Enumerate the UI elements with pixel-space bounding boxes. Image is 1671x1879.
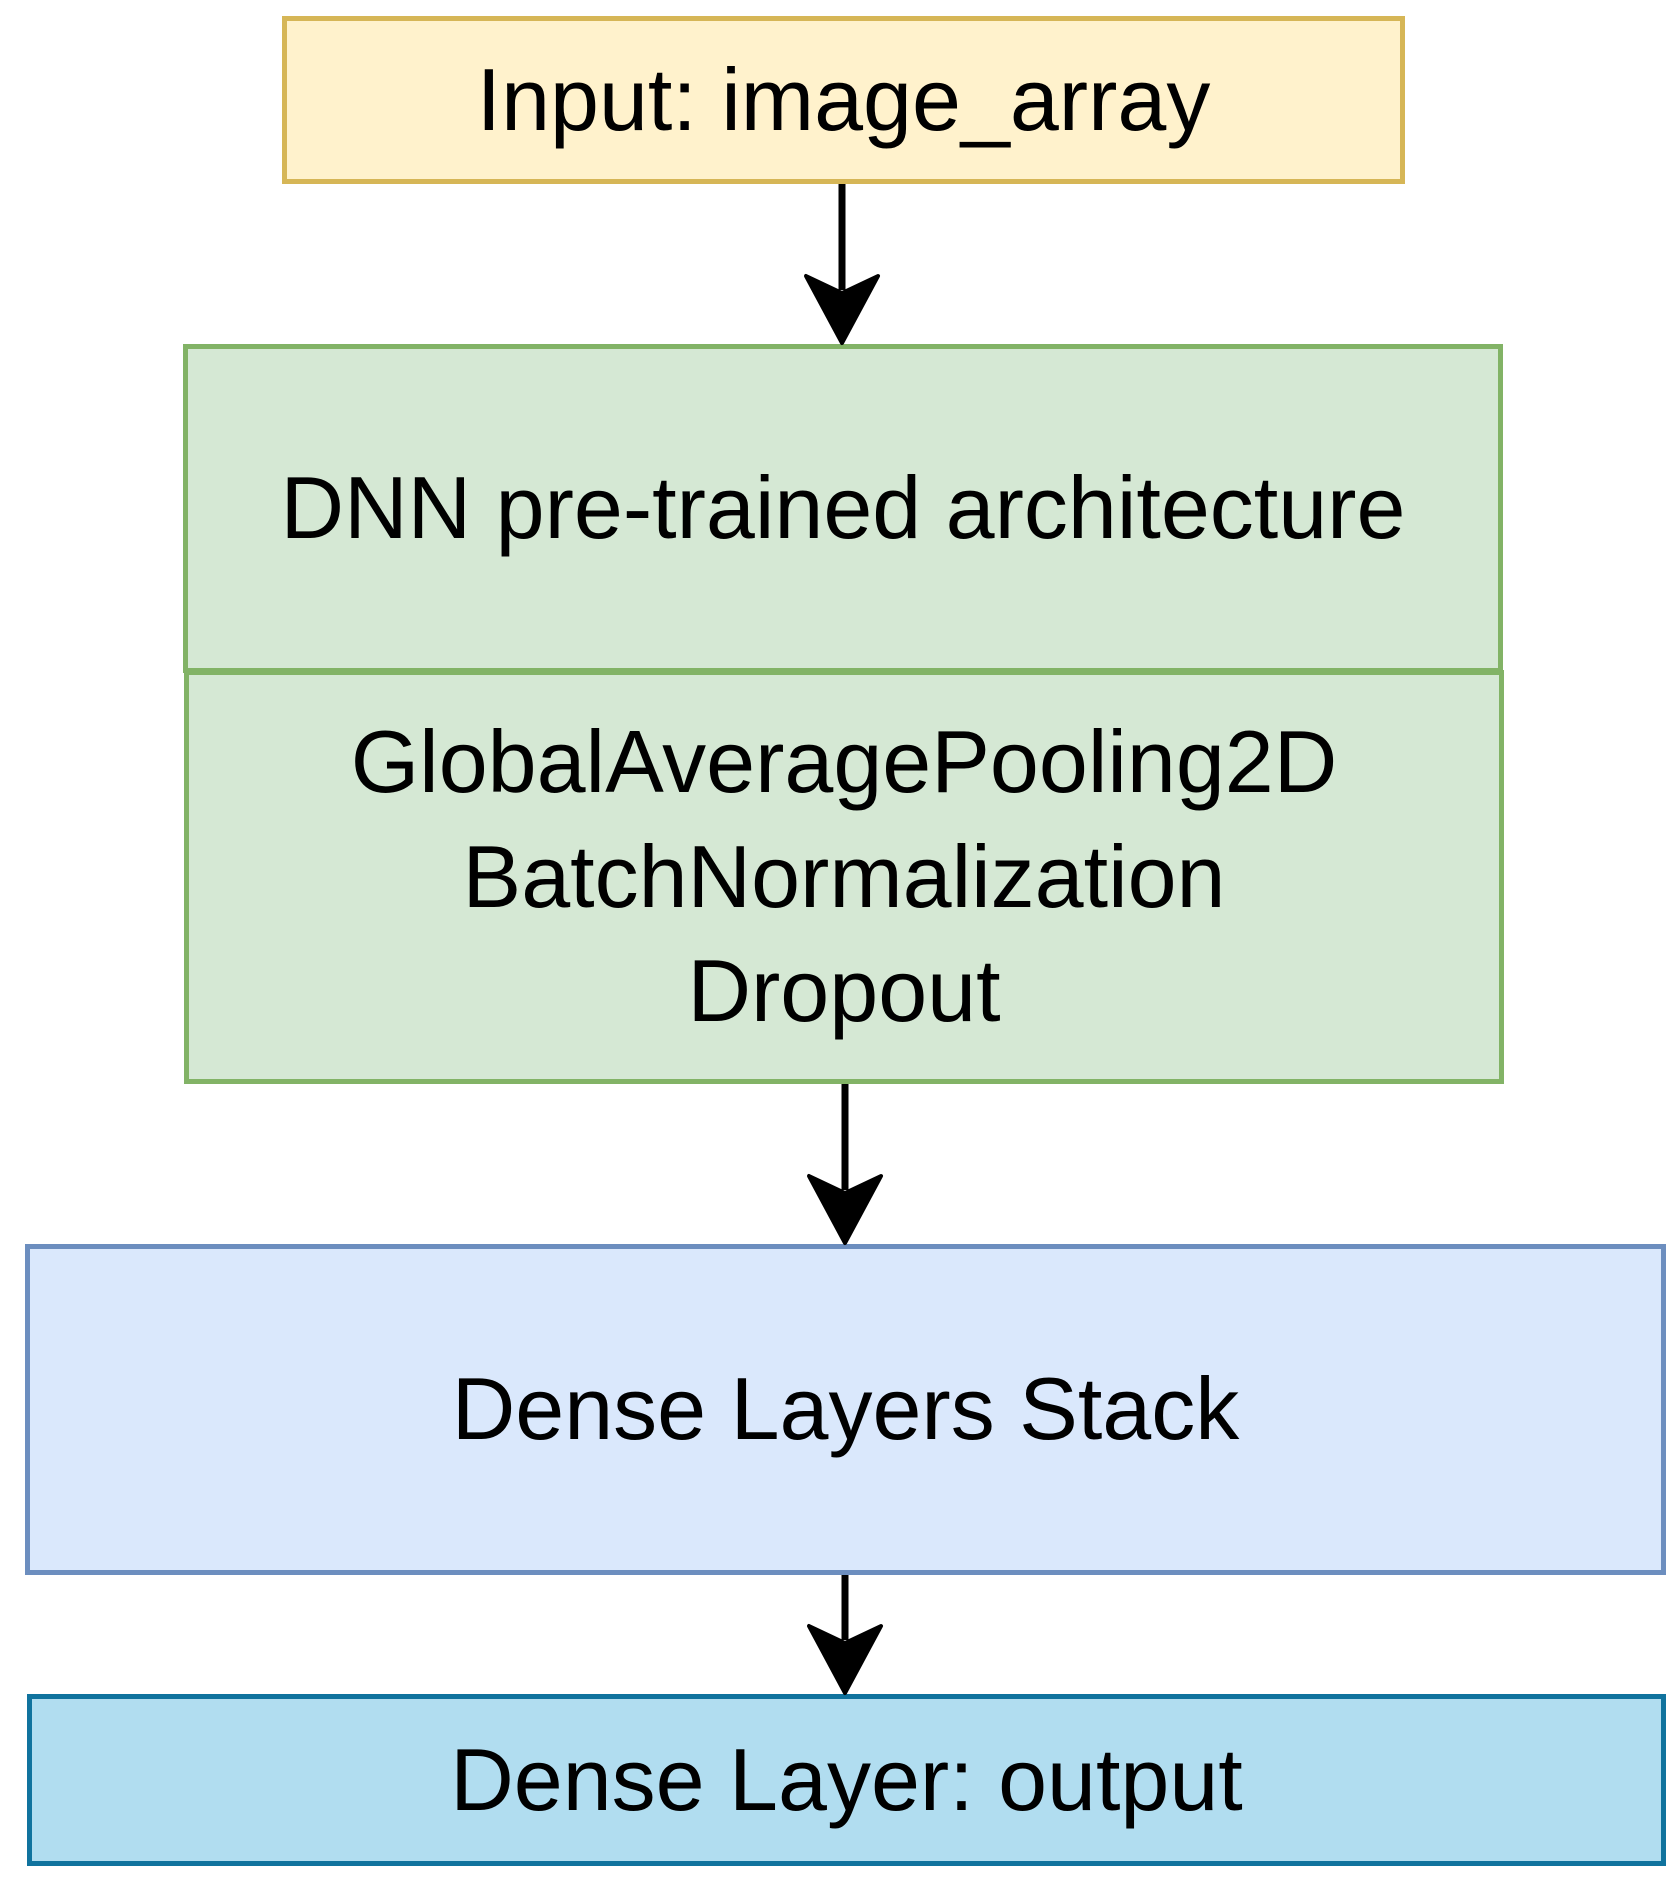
- arrow-layers-to-dense-stack: [807, 1084, 883, 1245]
- arrowhead-icon: [804, 274, 880, 345]
- dnn-node-label: DNN pre-trained architecture: [280, 458, 1406, 558]
- batch-normalization-label: BatchNormalization: [462, 826, 1226, 926]
- arrow-input-to-dnn: [804, 184, 880, 345]
- output-node-label: Dense Layer: output: [450, 1729, 1243, 1829]
- dense-stack-node: Dense Layers Stack: [25, 1244, 1666, 1575]
- arrowhead-icon: [807, 1624, 883, 1695]
- arrow-dense-stack-to-output: [807, 1575, 883, 1695]
- output-node: Dense Layer: output: [27, 1694, 1666, 1866]
- dense-stack-label: Dense Layers Stack: [451, 1359, 1240, 1459]
- dropout-label: Dropout: [687, 941, 1001, 1041]
- global-average-pooling-label: GlobalAveragePooling2D: [350, 712, 1338, 812]
- input-node-label: Input: image_array: [476, 49, 1211, 149]
- input-node: Input: image_array: [282, 16, 1405, 184]
- arrowhead-icon: [807, 1174, 883, 1245]
- pooling-layers-node: GlobalAveragePooling2D BatchNormalizatio…: [184, 670, 1504, 1084]
